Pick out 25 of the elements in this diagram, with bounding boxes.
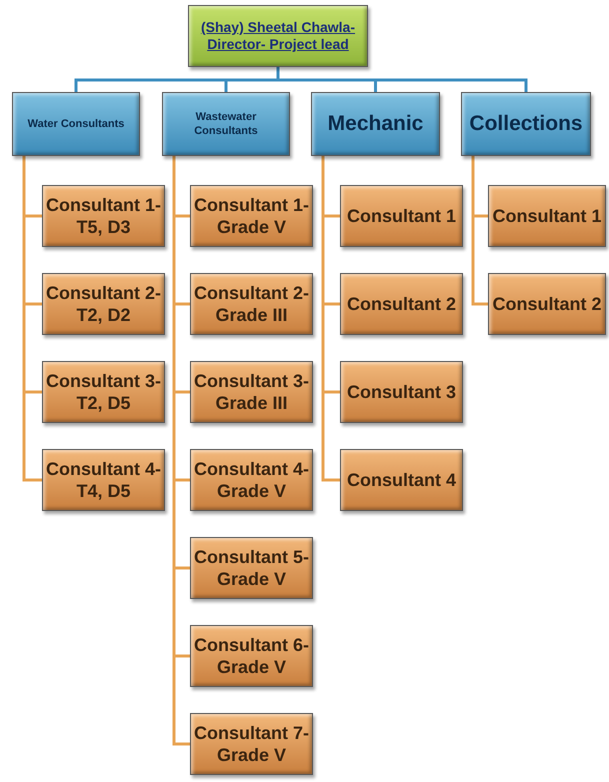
connector-line [22, 156, 42, 482]
group-box: Collections [461, 92, 591, 156]
consultant-box: Consultant 4 [340, 449, 463, 511]
consultant-box: Consultant 3- Grade III [190, 361, 313, 423]
connector-line [322, 156, 340, 482]
consultant-box: Consultant 2 [340, 273, 463, 335]
connector-line [472, 156, 488, 306]
consultant-box: Consultant 1 [340, 185, 463, 247]
consultant-box: Consultant 6-Grade V [190, 625, 313, 687]
consultant-box: Consultant 1-T5, D3 [42, 185, 165, 247]
group-box: Wastewater Consultants [162, 92, 290, 156]
consultant-box: Consultant 4- T4, D5 [42, 449, 165, 511]
consultant-box: Consultant 7-Grade V [190, 713, 313, 775]
consultant-box: Consultant 2- Grade III [190, 273, 313, 335]
group-box: Water Consultants [12, 92, 140, 156]
group-box: Mechanic [311, 92, 440, 156]
consultant-box: Consultant 5-Grade V [190, 537, 313, 599]
consultant-box: Consultant 3-T2, D5 [42, 361, 165, 423]
consultant-box: Consultant 3 [340, 361, 463, 423]
consultant-box: Consultant 1-Grade V [190, 185, 313, 247]
director-box: (Shay) Sheetal Chawla- Director- Project lead [188, 5, 368, 67]
consultant-box: Consultant 2-T2, D2 [42, 273, 165, 335]
consultant-box: Consultant 2 [488, 273, 606, 335]
consultant-box: Consultant 4-Grade V [190, 449, 313, 511]
consultant-box: Consultant 1 [488, 185, 606, 247]
